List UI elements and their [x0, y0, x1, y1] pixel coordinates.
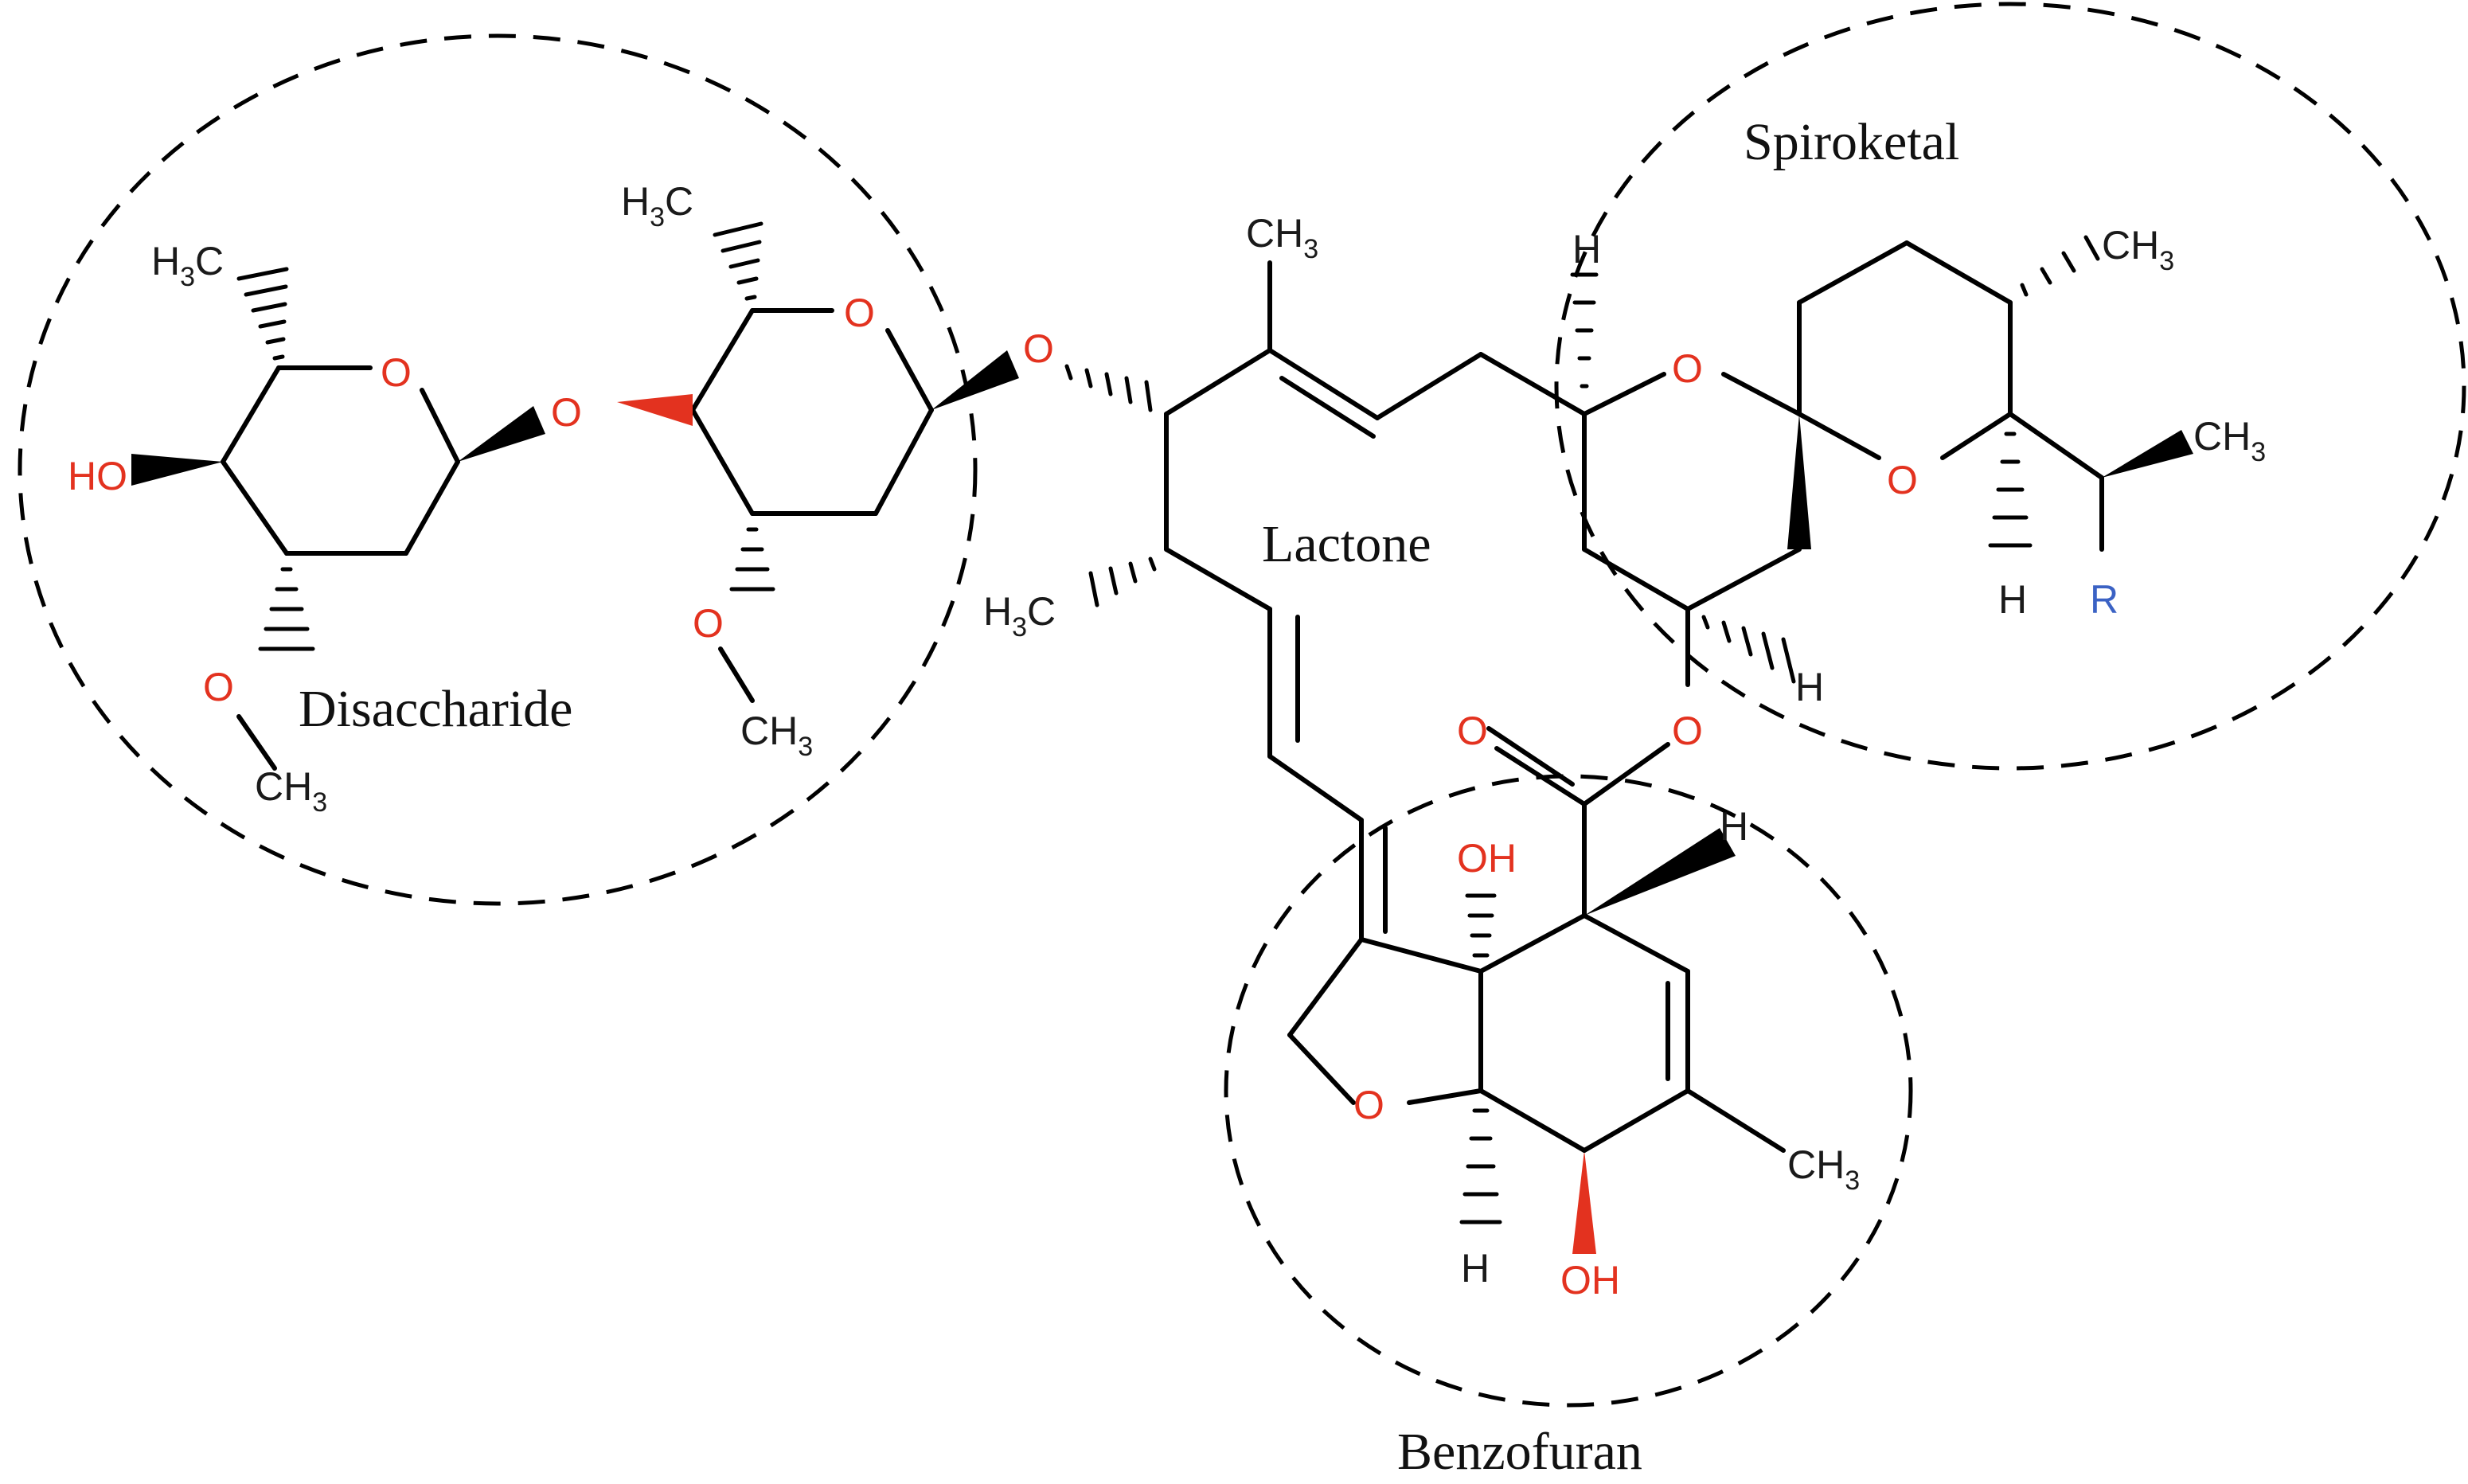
methyl-label: H3C — [151, 239, 224, 292]
hashed-bond — [1701, 615, 1796, 684]
hydrogen-label: H — [1795, 665, 1824, 709]
methoxy-oxygen-label: O — [693, 601, 724, 646]
hashed-bond — [2020, 235, 2100, 297]
wedge-bond — [1584, 828, 1736, 916]
r-group-label: R — [2090, 577, 2118, 622]
hydrogen-label: H — [1461, 1246, 1490, 1291]
hydrogen-label: H — [1720, 804, 1748, 849]
disaccharide-region — [18, 33, 978, 906]
methyl-label: CH3 — [1246, 211, 1318, 264]
sugar-ring-right — [617, 221, 1019, 703]
hashed-bond — [1988, 432, 2033, 548]
disaccharide-label: Disaccharide — [299, 680, 572, 738]
wedge-bond — [931, 350, 1019, 410]
wedge-bond — [1572, 1150, 1596, 1254]
spiroketal-rings — [1570, 235, 2193, 687]
hashed-bond — [729, 527, 775, 592]
benzofuran-core — [1287, 726, 1786, 1254]
benzofuran-label: Benzofuran — [1397, 1423, 1642, 1481]
benzofuran-region — [1224, 774, 1913, 1408]
ring-oxygen-label: O — [844, 291, 875, 335]
hydroxyl-label: OH — [1560, 1258, 1620, 1302]
hashed-bond — [1088, 556, 1157, 607]
ester-oxygen-label: O — [1672, 709, 1703, 753]
hydrogen-label: H — [1572, 227, 1601, 271]
wedge-bond — [617, 394, 693, 426]
hashed-bond — [713, 221, 763, 301]
wedge-bond — [1787, 414, 1811, 549]
furan-oxygen-label: O — [1353, 1083, 1384, 1127]
wedge-bond — [2102, 430, 2193, 478]
hashed-bond — [258, 567, 315, 651]
ring-oxygen-label: O — [381, 350, 412, 395]
methyl-label: CH3 — [1787, 1142, 1860, 1196]
methyl-label: CH3 — [255, 764, 327, 818]
sugar-ring-left — [131, 267, 545, 771]
hydrogen-label: H — [1998, 577, 2027, 622]
glycosidic-oxygen-label: O — [551, 390, 582, 435]
methyl-label: H3C — [983, 589, 1056, 642]
spiroketal-region — [1554, 2, 2466, 771]
spiroketal-label: Spiroketal — [1744, 113, 1959, 171]
carbonyl-oxygen-label: O — [1457, 709, 1488, 753]
hashed-bond — [236, 267, 289, 361]
methyl-label: CH3 — [2193, 414, 2266, 467]
hydroxyl-label: HO — [68, 454, 127, 498]
hashed-bond — [1465, 893, 1497, 958]
methyl-label: CH3 — [2102, 223, 2174, 276]
ring-oxygen-label: O — [1887, 458, 1918, 502]
wedge-bond — [458, 406, 545, 462]
hashed-bond — [1064, 364, 1153, 412]
ring-oxygen-label: O — [1672, 346, 1703, 391]
hydroxyl-label: OH — [1457, 836, 1517, 881]
lactone-backbone — [1064, 260, 1587, 942]
methyl-label: H3C — [621, 179, 693, 232]
lactone-label: Lactone — [1262, 515, 1431, 573]
methoxy-oxygen-label: O — [203, 665, 234, 709]
hashed-bond — [1459, 1108, 1502, 1224]
glycosidic-oxygen-label: O — [1023, 326, 1054, 371]
hashed-bond — [1570, 272, 1599, 389]
wedge-bond — [131, 454, 223, 486]
methyl-label: CH3 — [740, 709, 813, 762]
